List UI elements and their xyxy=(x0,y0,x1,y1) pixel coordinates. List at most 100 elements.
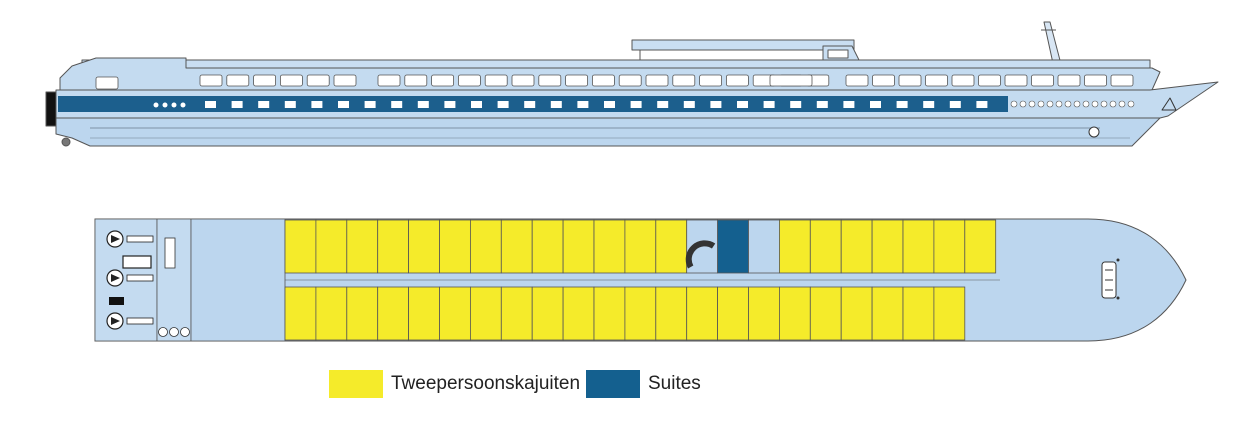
stripe-window xyxy=(497,101,509,108)
double-cabin xyxy=(655,286,688,341)
double-cabin xyxy=(469,286,502,341)
bow-porthole xyxy=(1064,100,1072,108)
engine-shaft xyxy=(126,235,154,243)
upper-window xyxy=(845,74,869,87)
double-cabin xyxy=(500,286,533,341)
stripe-window xyxy=(923,101,935,108)
double-cabin xyxy=(531,286,564,341)
upper-window xyxy=(226,74,250,87)
stripe-window-row xyxy=(153,101,988,108)
upper-window xyxy=(618,74,642,87)
upper-window xyxy=(538,74,562,87)
upper-window xyxy=(404,74,428,87)
engine-shaft xyxy=(126,317,154,325)
bow-porthole xyxy=(1109,100,1117,108)
stripe-window xyxy=(976,101,988,108)
double-cabin xyxy=(284,219,317,274)
upper-window xyxy=(1084,74,1107,87)
double-cabin xyxy=(624,219,657,274)
upper-window xyxy=(769,74,813,87)
engine-symbols xyxy=(106,230,190,337)
stripe-window xyxy=(843,101,855,108)
double-cabin xyxy=(562,219,595,274)
stripe-window xyxy=(816,101,828,108)
upper-window xyxy=(978,74,1001,87)
stripe-porthole xyxy=(180,102,186,108)
stripe-window xyxy=(683,101,695,108)
double-cabin xyxy=(315,219,348,274)
double-cabin xyxy=(500,219,533,274)
service-room xyxy=(748,219,780,274)
double-cabin xyxy=(964,219,997,274)
bow-porthole xyxy=(1073,100,1081,108)
stripe-window xyxy=(604,101,615,108)
upper-window xyxy=(279,74,303,87)
upper-window xyxy=(333,74,357,87)
double-cabin xyxy=(933,286,966,341)
upper-window xyxy=(872,74,895,87)
stripe-window xyxy=(630,101,642,108)
upper-window xyxy=(1057,74,1081,87)
upper-window xyxy=(672,74,696,87)
upper-window xyxy=(511,74,535,87)
bow-porthole xyxy=(1019,100,1027,108)
upper-window xyxy=(592,74,615,87)
crew-area xyxy=(156,218,192,342)
stern-cap xyxy=(45,91,57,127)
staircase-spiral xyxy=(685,240,716,269)
double-cabin xyxy=(377,286,410,341)
stripe-porthole xyxy=(153,102,159,108)
stripe-porthole xyxy=(171,102,177,108)
anchor xyxy=(1088,126,1100,138)
double-cabin xyxy=(871,219,904,274)
propeller xyxy=(61,137,71,147)
bow-porthole xyxy=(1091,100,1099,108)
double-cabin xyxy=(686,286,719,341)
double-cabin xyxy=(593,219,626,274)
legend-swatch-suites xyxy=(586,370,640,398)
upper-window xyxy=(306,74,330,87)
upper-window xyxy=(1004,74,1028,87)
engine-arrow xyxy=(111,235,120,243)
bow-winch xyxy=(1101,258,1120,300)
double-cabin xyxy=(315,286,348,341)
stripe-window xyxy=(205,101,216,108)
stripe-window xyxy=(311,101,323,108)
stripe-window xyxy=(870,101,881,108)
stripe-window xyxy=(364,101,376,108)
bow-porthole xyxy=(1037,100,1045,108)
stripe-window xyxy=(550,101,562,108)
upper-window xyxy=(726,74,749,87)
bow-porthole xyxy=(1082,100,1090,108)
upper-window xyxy=(898,74,922,87)
stripe-window xyxy=(524,101,536,108)
upper-window xyxy=(1110,74,1134,87)
generator xyxy=(109,297,124,305)
stairwell xyxy=(164,237,176,269)
hull-lower xyxy=(55,117,1161,147)
upper-window xyxy=(565,74,588,87)
bow-porthole-row xyxy=(1010,100,1135,108)
tank-icon xyxy=(180,327,190,337)
upper-window xyxy=(377,74,401,87)
upper-window-row xyxy=(95,74,1134,90)
stripe-window xyxy=(471,101,482,108)
legend-item-double-cabins: Tweepersoonskajuiten xyxy=(329,369,580,399)
stripe-window xyxy=(657,101,669,108)
stripe-window xyxy=(577,101,589,108)
stripe-window xyxy=(790,101,802,108)
double-cabin xyxy=(809,286,842,341)
double-cabin xyxy=(284,286,317,341)
sun-deck-canopy xyxy=(631,39,855,51)
upper-window xyxy=(253,74,277,87)
stripe-window xyxy=(896,101,908,108)
upper-deck xyxy=(81,59,1151,69)
bow-porthole xyxy=(1055,100,1063,108)
bow-porthole xyxy=(1127,100,1135,108)
upper-window xyxy=(699,74,722,87)
upper-window xyxy=(645,74,669,87)
double-cabin xyxy=(408,219,440,274)
double-cabin xyxy=(717,286,749,341)
stripe-window xyxy=(763,101,775,108)
